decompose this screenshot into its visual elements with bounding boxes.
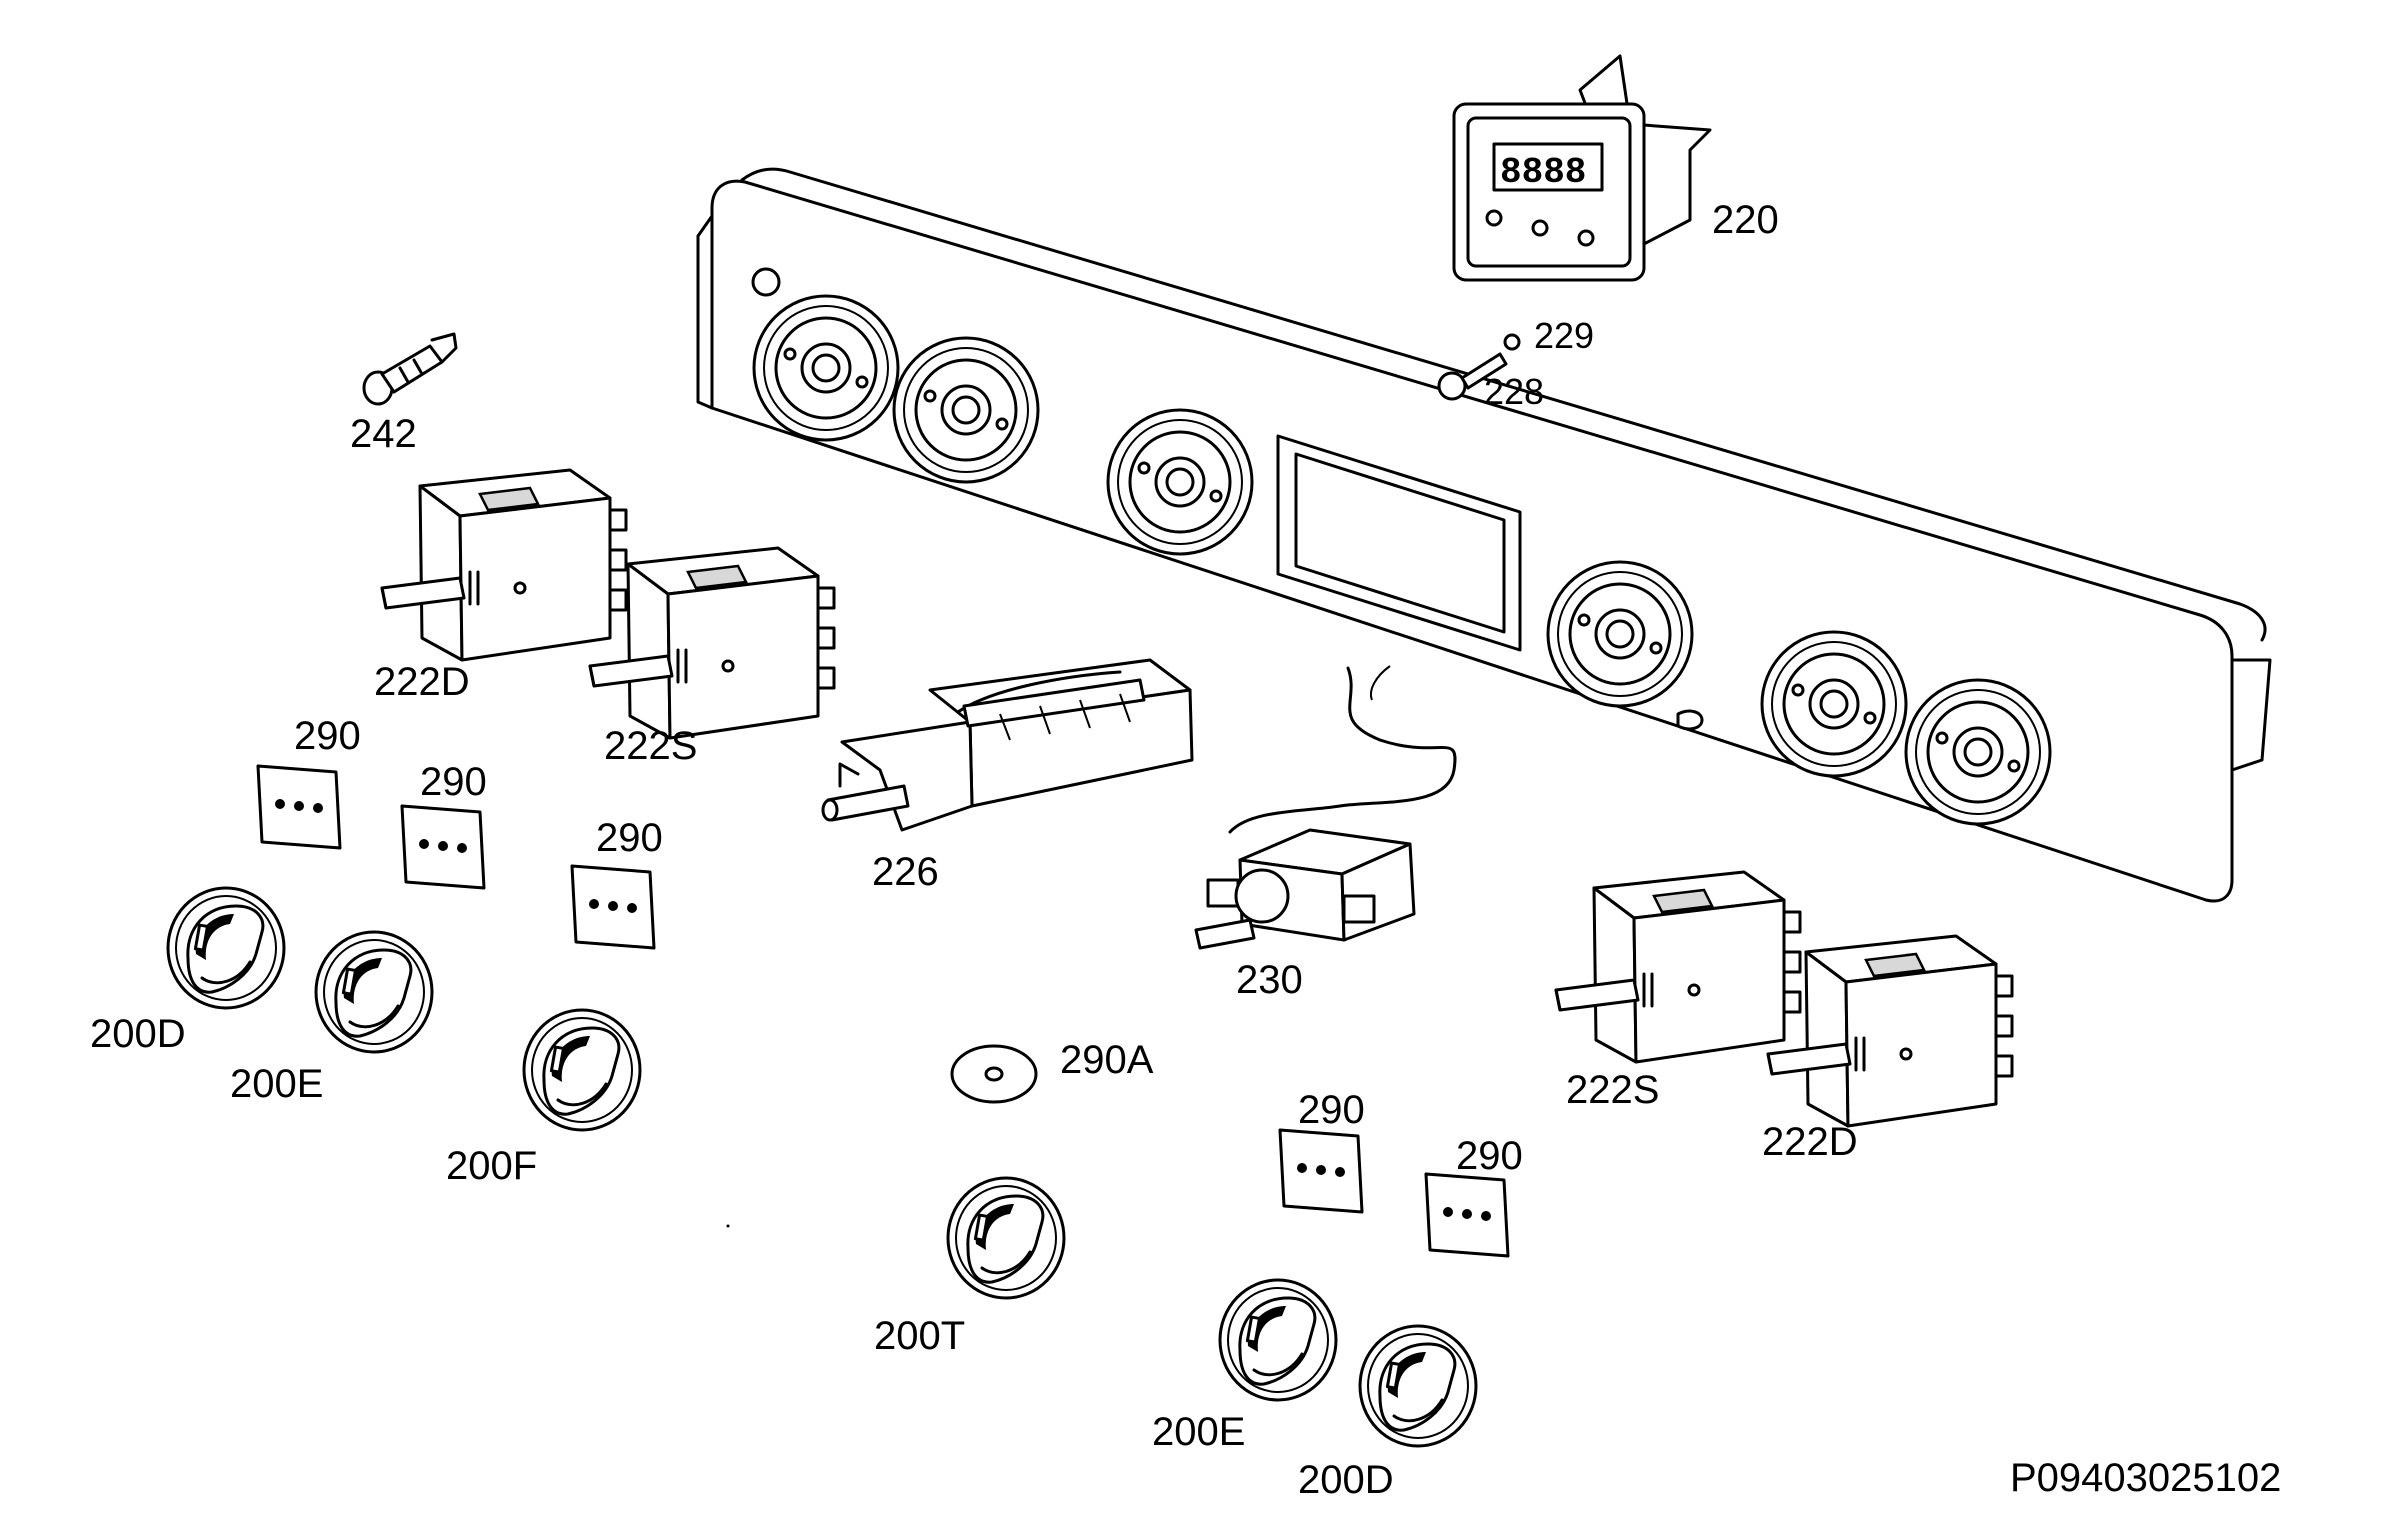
- energy-regulator-left-2: [588, 546, 836, 740]
- control-knob-200T: [946, 1176, 1066, 1300]
- control-knob-200E-left: [314, 930, 434, 1054]
- callout-290A: 290A: [1060, 1038, 1154, 1082]
- spacer-plate-2: [400, 804, 486, 890]
- pin-and-washer: [1437, 333, 1521, 401]
- energy-regulator-left-1: [380, 468, 628, 662]
- control-knob-200E-right: [1218, 1278, 1338, 1402]
- callout-200E-right: 200E: [1152, 1410, 1246, 1454]
- callout-290-a: 290: [294, 714, 361, 758]
- callout-290-d: 290: [1298, 1088, 1365, 1132]
- panel-window: [1276, 434, 1522, 652]
- control-knob-200F: [522, 1008, 642, 1132]
- callout-226: 226: [872, 850, 939, 894]
- spacer-plate-1: [256, 764, 342, 850]
- callout-200D-right: 200D: [1298, 1458, 1394, 1502]
- callout-228: 228: [1484, 371, 1545, 412]
- callout-230: 230: [1236, 958, 1303, 1002]
- callout-222S-left: 222S: [604, 724, 698, 768]
- energy-regulator-right-1: [1554, 870, 1802, 1064]
- callout-229: 229: [1534, 315, 1595, 356]
- callout-222S-right: 222S: [1566, 1068, 1660, 1112]
- timer-display-module: 8888: [1452, 54, 1712, 282]
- callout-242: 242: [350, 412, 417, 456]
- callout-222D-right: 222D: [1762, 1120, 1858, 1164]
- callout-220: 220: [1712, 198, 1779, 242]
- oven-selector-switch: [821, 658, 1194, 832]
- energy-regulator-right-2: [1766, 934, 2014, 1128]
- washer-disc: [950, 1044, 1038, 1104]
- callout-290-e: 290: [1456, 1134, 1523, 1178]
- callout-200F: 200F: [446, 1144, 538, 1188]
- callout-200T: 200T: [874, 1314, 966, 1358]
- control-knob-200D-right: [1358, 1324, 1478, 1448]
- spacer-plate-4: [1278, 1128, 1364, 1214]
- callout-200E-left: 200E: [230, 1062, 324, 1106]
- drawing-number: P09403025102: [2010, 1456, 2282, 1500]
- svg-text:8888: 8888: [1500, 152, 1586, 193]
- callout-222D-left: 222D: [374, 660, 470, 704]
- thermostat: [1194, 665, 1457, 950]
- control-knob-200D-left: [166, 886, 286, 1010]
- control-panel: [696, 167, 2272, 903]
- spacer-plate-3: [570, 864, 656, 950]
- callout-290-c: 290: [596, 816, 663, 860]
- callout-200D-left: 200D: [90, 1012, 186, 1056]
- indicator-lamp: [362, 332, 458, 406]
- callout-290-b: 290: [420, 760, 487, 804]
- spacer-plate-5: [1424, 1172, 1510, 1258]
